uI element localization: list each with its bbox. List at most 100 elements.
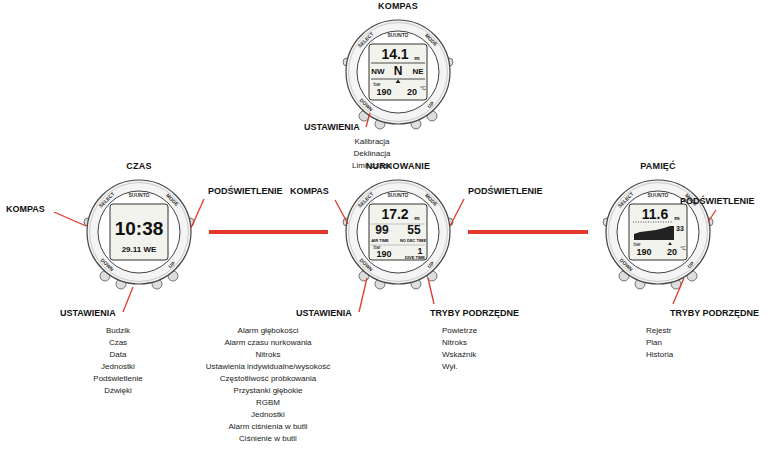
- button-label: UP: [167, 260, 175, 268]
- callout-label: USTAWIENIA: [304, 122, 360, 133]
- display-value: 20: [667, 248, 677, 257]
- drawing-line: [371, 63, 425, 64]
- display-value: m: [414, 55, 419, 61]
- menu-item: Deklinacja: [354, 148, 391, 159]
- watch-heading: CZAS: [126, 162, 151, 171]
- button-label: UP: [426, 260, 434, 268]
- display-value: 14.1: [381, 47, 408, 61]
- watch-body: [343, 180, 453, 289]
- drawing-line: [428, 278, 434, 304]
- menu-item: RGBM: [256, 397, 280, 408]
- callout-label: PODŚWIETLENIE: [468, 186, 543, 197]
- display-value: 190: [376, 88, 391, 97]
- menu-item: Rejestr: [646, 325, 671, 336]
- display-value: m: [414, 215, 419, 221]
- display-value: NW: [371, 68, 384, 76]
- mode-connector: [468, 230, 588, 234]
- button-label: SELECT: [617, 191, 634, 208]
- drawing-line: [54, 212, 86, 226]
- menu-item: Budzik: [106, 325, 130, 336]
- drawing-line: [123, 287, 133, 312]
- button-label: MODE: [423, 32, 437, 46]
- callout-label: TRYBY PODRZĘDNE: [670, 308, 759, 319]
- callout-label: PODŚWIETLENIE: [680, 196, 755, 207]
- button-label: DOWN: [358, 97, 373, 112]
- button-label: SELECT: [357, 31, 374, 48]
- menu-item: Alarm czasu nurkowania: [224, 337, 311, 348]
- watch-heading: PAMIĘĆ: [640, 162, 676, 171]
- menu-item: Kalibracja: [354, 136, 389, 147]
- menu-item: Czas: [109, 337, 127, 348]
- callout-label: KOMPAS: [6, 204, 45, 215]
- button-label: SELECT: [98, 191, 115, 208]
- button-label: DOWN: [99, 257, 114, 272]
- drawing-line: [633, 222, 672, 223]
- button-label: SELECT: [357, 191, 374, 208]
- display-value: 17.2: [381, 207, 408, 221]
- drawing-line: [708, 210, 716, 222]
- display-value: AIR TIME: [371, 239, 389, 243]
- drawing-path: [634, 226, 674, 240]
- dive-computer: CZASSUUNTOSELECTMODEDOWNUP10:3829.11 WE: [81, 162, 197, 286]
- drawing-line: [335, 200, 348, 224]
- display-value: 190: [636, 248, 651, 257]
- display-value: °C: [680, 246, 686, 251]
- menu-item: Wskaźnik: [442, 349, 476, 360]
- menu-item: Data: [110, 349, 127, 360]
- drawing-line: [359, 278, 367, 312]
- menu-item: Jednostki: [251, 409, 285, 420]
- menu-item: Jednostki: [101, 361, 135, 372]
- display-value: NE: [412, 68, 423, 76]
- display-value: bar: [633, 242, 640, 247]
- callout-label: TRYBY PODRZĘDNE: [430, 308, 519, 319]
- brand-text: SUUNTO: [387, 33, 408, 38]
- menu-item: Alarm głębokości: [238, 325, 299, 336]
- display-value: 29.11 WE: [122, 246, 157, 254]
- display-value: NO DEC TIME: [400, 239, 426, 243]
- display-value: 55: [407, 224, 420, 236]
- dive-computer: KOMPAS SUUNTO SELECT MODE DOWN UP 14.1 mNW N NE ba…: [340, 2, 456, 126]
- display-value: 99: [375, 224, 388, 236]
- display-value: 20: [407, 88, 417, 97]
- drawing-path: [668, 242, 672, 245]
- button-label: UP: [686, 260, 694, 268]
- callout-label: USTAWIENIA: [60, 308, 116, 319]
- watch-body: [84, 180, 194, 289]
- menu-item: Ustawienia indywidualne/wysokość: [206, 361, 331, 372]
- menu-item: Plan: [646, 337, 662, 348]
- watch-heading: KOMPAS: [378, 2, 418, 11]
- display-value: 33: [676, 225, 684, 232]
- drawing-line: [366, 113, 370, 127]
- menu-item: Podświetlenie: [93, 373, 142, 384]
- display-value: 1: [417, 247, 422, 256]
- leader-lines: [54, 113, 716, 312]
- display-value: °C: [420, 86, 426, 91]
- menu-item: Nitroks: [442, 337, 467, 348]
- brand-text: SUUNTO: [647, 193, 668, 198]
- menu-item: Limit czasu: [352, 160, 392, 171]
- drawing-line: [191, 199, 204, 228]
- drawing-line: [450, 199, 464, 226]
- brand-text: SUUNTO: [128, 193, 149, 198]
- menu-item: Dźwięki: [104, 385, 132, 396]
- callout-label: PODŚWIETLENIE: [208, 186, 283, 197]
- display-value: 190: [376, 250, 391, 259]
- watch-body: [343, 20, 453, 129]
- menu-item: Wył.: [442, 361, 457, 372]
- callout-label: KOMPAS: [290, 186, 329, 197]
- dive-computer: NURKOWANIESUUNTOSELECTMODEDOWNUP17.2m995…: [340, 162, 456, 286]
- button-label: MODE: [423, 192, 437, 206]
- menu-item: Powietrze: [442, 325, 477, 336]
- menu-item: Częstotliwość próbkowania: [220, 373, 317, 384]
- drawing-line: [673, 278, 684, 304]
- mode-connector: [209, 230, 328, 234]
- menu-item: Alarm ciśnienia w butli: [228, 421, 307, 432]
- display-value: N: [394, 65, 403, 77]
- brand-text: SUUNTO: [387, 193, 408, 198]
- display-value: bar: [373, 82, 380, 87]
- drawing-line: [371, 79, 425, 80]
- button-label: UP: [426, 100, 434, 108]
- button-label: MODE: [164, 192, 178, 206]
- menu-item: Nitroks: [256, 349, 281, 360]
